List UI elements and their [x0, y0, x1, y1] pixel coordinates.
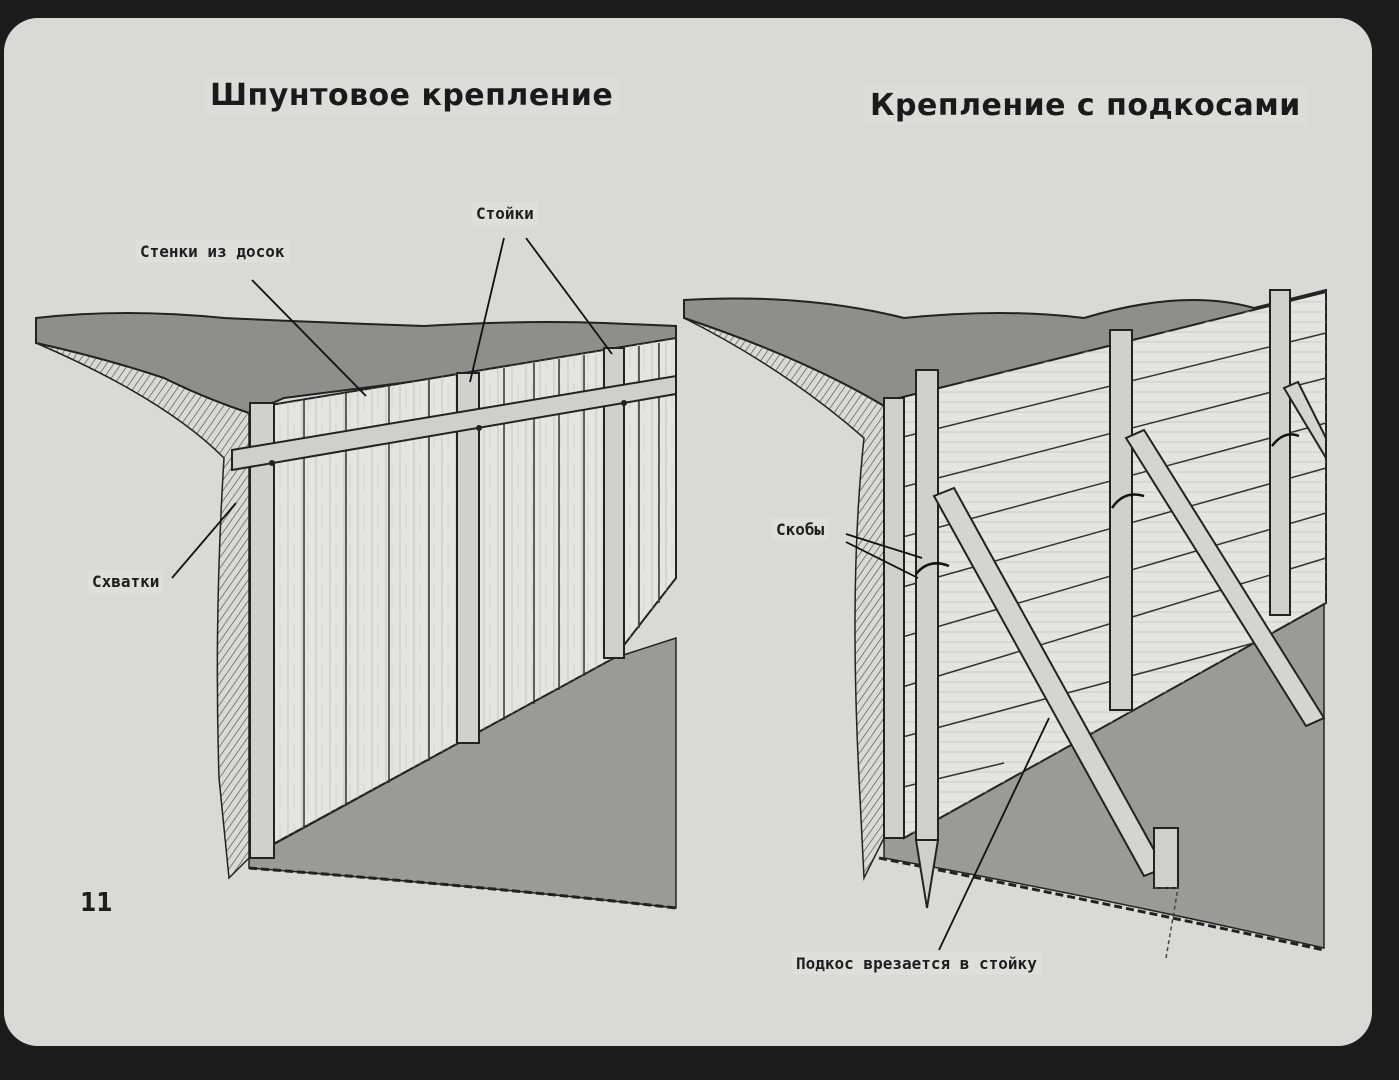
right-post-3 — [1269, 289, 1291, 616]
post-2 — [456, 372, 480, 744]
post-1 — [249, 402, 275, 859]
strut-2 — [1124, 428, 1326, 728]
label-walls: Стенки из досок — [136, 240, 289, 263]
left-diagram — [35, 237, 677, 910]
soil-wall-right — [683, 317, 885, 881]
label-posts: Стойки — [472, 202, 538, 225]
clamp-3 — [1271, 433, 1300, 447]
label-braces: Схватки — [88, 570, 164, 593]
label-strut-note: Подкос врезается в стойку — [792, 952, 1041, 975]
right-post-edge — [883, 397, 905, 839]
post-3 — [603, 347, 625, 659]
strut-3 — [1282, 380, 1327, 462]
label-clamps: Скобы — [772, 518, 829, 541]
soil-wall-left — [35, 342, 250, 880]
illustration — [35, 237, 1327, 959]
left-panel-title: Шпунтовое крепление — [204, 76, 620, 115]
clamp-1 — [915, 562, 950, 575]
clamp-2 — [1110, 493, 1145, 509]
right-diagram — [683, 288, 1327, 959]
right-panel-title: Крепление с подкосами — [864, 86, 1307, 125]
wale-beam — [231, 374, 677, 472]
right-post-1 — [915, 369, 939, 841]
leaders-left — [171, 237, 613, 579]
leaders-right — [845, 533, 1050, 951]
right-post-2 — [1109, 329, 1133, 711]
stake — [1153, 827, 1179, 889]
slide-frame: Шпунтовое крепление Крепление с подкосам… — [4, 18, 1372, 1046]
page-number: 11 — [80, 888, 113, 918]
